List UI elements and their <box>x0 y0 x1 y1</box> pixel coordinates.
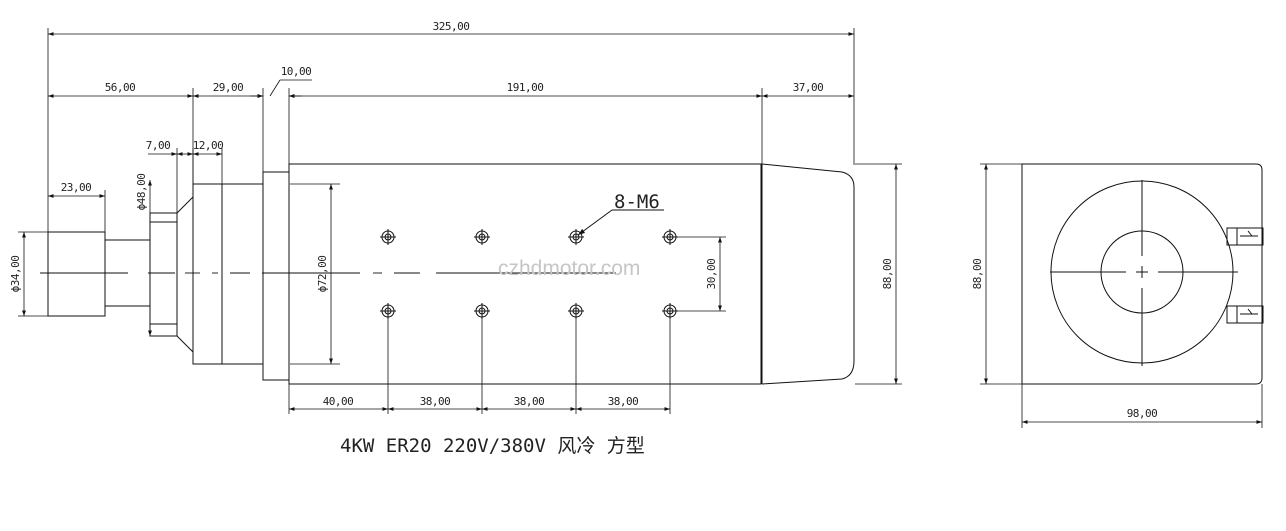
connector <box>1227 306 1263 323</box>
mounting-hole <box>568 229 584 245</box>
end-housing <box>1022 164 1262 384</box>
dim-hole-spacing-1: 38,00 <box>420 395 451 408</box>
dim-flange-thickness: 10,00 <box>281 65 312 78</box>
dim-nose-length: 12,00 <box>193 139 224 152</box>
flange-ring <box>263 172 289 380</box>
dim-hole-vertical-spacing: 30,00 <box>705 259 718 290</box>
dim-body-height: 88,00 <box>881 259 894 290</box>
dim-nose-diameter: ϕ48,00 <box>135 174 148 211</box>
dim-flange-section: 29,00 <box>213 81 244 94</box>
dim-nut-gap: 7,00 <box>146 139 171 152</box>
side-view <box>48 164 854 384</box>
dim-hole-spacing-3: 38,00 <box>608 395 639 408</box>
dimension-lines <box>18 28 902 414</box>
mounting-hole <box>380 229 396 245</box>
dim-body-diameter: ϕ72,00 <box>316 256 329 293</box>
dim-end-width: 98,00 <box>1127 407 1158 420</box>
dim-end-height: 88,00 <box>971 259 984 290</box>
dim-hole-spacing-2: 38,00 <box>514 395 545 408</box>
dim-body-length: 191,00 <box>507 81 544 94</box>
hole-callout: 8-M6 <box>614 191 660 213</box>
end-view-dimensions <box>980 164 1262 428</box>
mounting-hole <box>568 303 584 319</box>
watermark: czhdmotor.com <box>498 257 640 280</box>
collet-nut <box>48 232 105 316</box>
hole-callout-leader <box>578 210 664 235</box>
front-flange <box>193 184 263 364</box>
mounting-hole <box>474 303 490 319</box>
dim-collet-diameter: ϕ34,00 <box>9 256 22 293</box>
connector <box>1227 228 1263 245</box>
mounting-hole <box>474 229 490 245</box>
motor-body <box>289 164 761 384</box>
dim-cap-length: 37,00 <box>793 81 824 94</box>
dim-rear-section: 56,00 <box>105 81 136 94</box>
drawing-title: 4KW ER20 220V/380V 风冷 方型 <box>340 435 645 457</box>
end-view <box>1022 164 1263 384</box>
fan-cap <box>762 164 854 384</box>
dim-collet-length: 23,00 <box>61 181 92 194</box>
spindle-nose <box>150 213 177 336</box>
dim-hole-offset: 40,00 <box>323 395 354 408</box>
dim-overall-length: 325,00 <box>433 20 470 33</box>
mounting-hole <box>662 303 678 319</box>
mounting-hole <box>662 229 678 245</box>
mounting-hole <box>380 303 396 319</box>
